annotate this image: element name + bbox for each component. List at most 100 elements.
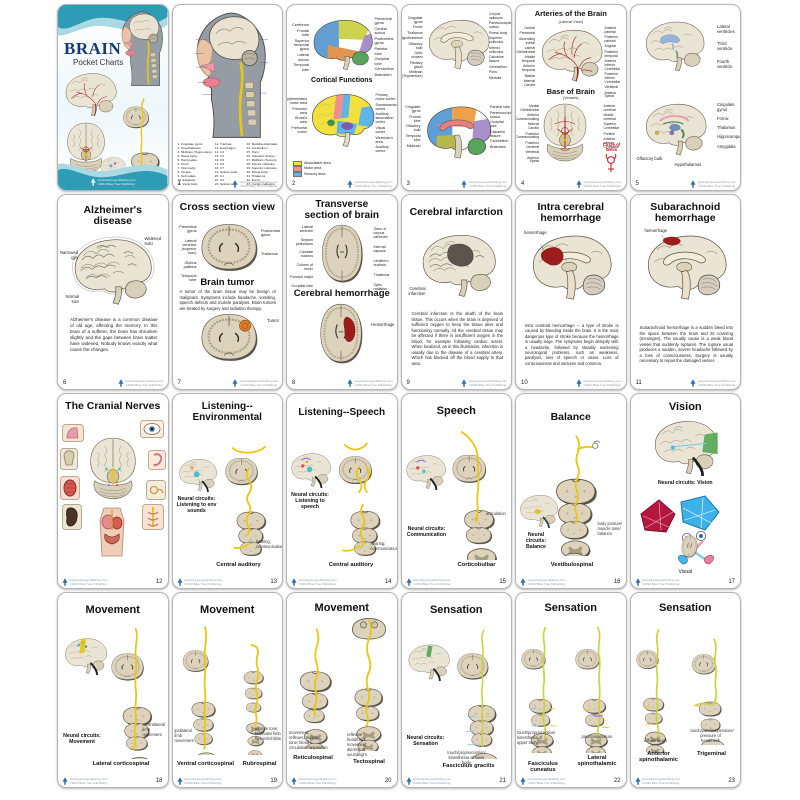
right-function-note: pain/temperature [581, 734, 613, 739]
brand-copyright: ©2010 Blue Tree Publishing [184, 780, 222, 785]
publisher-brand: www.bluetreepublishing.com©2010 Blue Tre… [176, 777, 222, 785]
brand-site: www.bluetreepublishing.com [184, 577, 223, 582]
publisher-brand: www.bluetreepublishing.com©2010 Blue Tre… [291, 578, 337, 586]
circuit-caption: Neural circuits: Vision [657, 480, 713, 486]
brand-copyright: ©2010 Blue Tree Publishing [298, 780, 336, 785]
intracerebral-body-text: Intra cerebral hemorrhage -- a type of s… [525, 323, 619, 366]
cover-subtitle: Pocket Charts [73, 58, 124, 67]
blue-tree-logo [576, 180, 582, 188]
brain-tumor-body-text: A tumor of the brain tissue may be benig… [179, 289, 277, 311]
page-number: 7 [177, 380, 181, 386]
function-note: articulation [486, 511, 506, 516]
ear-thumbnail [147, 450, 166, 470]
page-number: 18 [155, 778, 163, 784]
pathway-caption: Lateral corticospinal [92, 761, 150, 767]
medial-sagittal-illustration [422, 15, 496, 73]
page-number: 17 [728, 579, 735, 585]
arteries-title: Arteries of the Brain [534, 9, 607, 18]
page-number: 15 [499, 579, 506, 585]
base-vessels-illustration [540, 102, 590, 164]
page-number: 16 [613, 579, 621, 585]
blue-tree-logo [118, 379, 124, 387]
publisher-brand: www.bluetreepublishing.com©2010 Blue Tre… [520, 578, 566, 586]
blue-tree-logo [520, 578, 526, 586]
small-brain-communication [402, 452, 450, 490]
card-sensation-gracilis: Sensation Neural circuits: Sensation tou… [400, 592, 512, 788]
inner-ear-thumbnail [145, 480, 166, 500]
publisher-brand: www.bluetreepublishing.com©2010 Blue Tre… [634, 776, 681, 785]
brand-site: www.bluetreepublishing.com [354, 179, 393, 184]
brand-site: www.bluetreepublishing.com [97, 177, 136, 182]
pathway-caption: Corticobulbar [457, 562, 496, 568]
brand-site: www.bluetreepublishing.com [298, 776, 337, 781]
brand-site: www.bluetreepublishing.com [642, 577, 681, 582]
page-number: 11 [635, 380, 642, 386]
tectospinal-chain [352, 618, 386, 751]
page-number: 23 [728, 778, 735, 784]
circle-of-willis-diagram [605, 153, 616, 172]
brand-site: www.bluetreepublishing.com [642, 776, 681, 781]
movement-title: Movement [85, 604, 140, 616]
infarction-brain-illustration [414, 229, 504, 299]
left-function-note: ipsilateral limb movement [174, 728, 194, 743]
tumor-section-illustration [198, 311, 260, 364]
publisher-brand: www.bluetreepublishing.com©2010 Blue Tre… [232, 180, 278, 188]
function-note: body posture/ muscle tone/ balance [597, 521, 623, 536]
brand-site: www.bluetreepublishing.com [527, 577, 566, 582]
publisher-brand: www.bluetreepublishing.com©2010 Blue Tre… [461, 180, 507, 188]
publisher-brand: www.bluetreepublishing.com©2010 Blue Tre… [118, 379, 164, 387]
listening-env-title-line1: Listening-- [201, 401, 253, 412]
blue-tree-logo [347, 180, 353, 188]
head-neck-sagittal-illustration [194, 9, 268, 139]
card-cerebral-infarction: Cerebral infarction Cerebral infarction … [400, 194, 512, 390]
blue-tree-logo [291, 777, 297, 785]
blue-tree-logo [232, 180, 239, 188]
anterior-spinothalamic-chain [635, 629, 679, 753]
sensation-title: Sensation [429, 604, 483, 616]
small-brain-balance [516, 492, 562, 528]
ventricles-illustration [639, 17, 711, 73]
brand-copyright: ©2010 Blue Tree Publishing [583, 183, 621, 188]
hemorrhage-section-illustration [313, 301, 369, 365]
page-number: 12 [155, 579, 163, 585]
cranial-nerves-title: The Cranial Nerves [65, 400, 161, 412]
rubrospinal-chain [237, 643, 277, 755]
page-number: 2 [292, 181, 296, 187]
blue-tree-logo [461, 180, 468, 188]
pocket-charts-sheet: BRAIN Pocket Charts www.bluetreepublishi… [57, 4, 741, 794]
arteries-subtitle: (Lateral View) [558, 19, 584, 24]
balance-title: Balance [550, 411, 591, 423]
hemorrhage-label: Hemorrhage [371, 322, 395, 327]
publisher-brand: www.bluetreepublishing.com©2010 Blue Tre… [634, 577, 681, 586]
card-movement-reticulo-tecto: Movement movement; reflexes; muscle tone… [286, 592, 398, 788]
tumor-label: Tumor [267, 318, 279, 323]
brand-site: www.bluetreepublishing.com [69, 577, 108, 582]
torso-organs-thumbnail [99, 507, 125, 557]
blue-tree-logo [62, 777, 68, 785]
brand-site: www.bluetreepublishing.com [69, 776, 108, 781]
hemorrhage-label: hemorrhage [524, 230, 547, 235]
brand-copyright: ©2010 Blue Tree Publishing [697, 382, 736, 387]
right-pathway-caption: Trigeminal [697, 751, 726, 757]
left-pathway-caption: Fasciculus cuneatus [528, 761, 558, 774]
limbic-illustration [639, 99, 713, 157]
page-number: 20 [384, 778, 392, 784]
page-number: 14 [384, 579, 392, 585]
right-function-note: reflexive head/neck movement; alerting t… [347, 732, 368, 757]
publisher-brand: www.bluetreepublishing.com©2010 Blue Tre… [461, 379, 507, 387]
corticospinal-chain-illustration [108, 627, 162, 759]
blue-tree-logo [291, 578, 297, 586]
sensory-area-swatch [293, 171, 302, 177]
reticulospinal-chain [293, 628, 339, 749]
brand-copyright: ©2010 Blue Tree Publishing [642, 581, 680, 586]
brand-copyright: ©2010 Blue Tree Publishing [527, 581, 565, 586]
base-of-brain-heading: Base of Brain [546, 87, 595, 96]
auditory-chain-illustration [221, 445, 277, 560]
transverse-title: Transverse section of brain [304, 199, 379, 221]
hemorrhage-label: hemorrhage [644, 228, 668, 233]
